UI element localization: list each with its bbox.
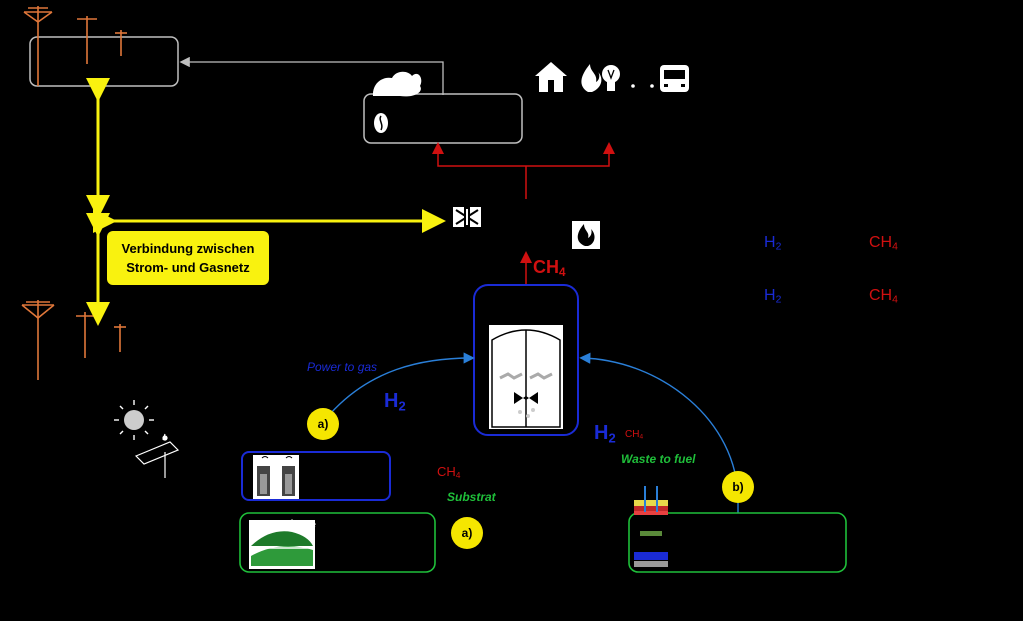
power-pylon-icon <box>21 300 126 380</box>
bubble-a-upper: a) <box>307 408 339 440</box>
waste-to-fuel-arrow <box>579 352 739 501</box>
material-box <box>628 512 847 573</box>
reactor-icon <box>489 325 563 429</box>
power-plant-box <box>363 93 523 144</box>
solar-panel-icon <box>134 433 180 478</box>
sun-icon <box>114 400 154 440</box>
h2-right-label: H2 <box>594 422 616 446</box>
lightbulb-icon <box>602 65 620 91</box>
h2-left-label: H2 <box>384 390 406 414</box>
legend-ch4-2: CH4 <box>869 287 898 306</box>
legend-h2-2: H2 <box>764 287 782 306</box>
legend-h2-1: H2 <box>764 234 782 253</box>
power-pylon-icon <box>23 6 127 86</box>
gas-distribution-arrows <box>432 142 615 199</box>
grid-connection-label: Verbindung zwischen Strom- und Gasnetz <box>107 231 269 285</box>
electrolyzer-box <box>241 451 391 501</box>
bus-icon <box>660 65 689 92</box>
gas-storage-icon <box>453 207 481 227</box>
power-to-gas-label: Power to gas <box>307 360 378 374</box>
flame-icon <box>581 64 602 92</box>
ch4-small-right-label: CH4 <box>625 429 644 441</box>
bubble-a-lower: a) <box>451 517 483 549</box>
bubble-b: b) <box>722 471 754 503</box>
anaerobic-label: Anae <box>288 517 317 531</box>
layered-material-icon <box>634 486 668 567</box>
biogas-plant-icon <box>249 520 315 569</box>
ch4-middle-label: CH4 <box>437 464 461 481</box>
grid-connection-line1: Verbindung zwischen <box>121 241 255 256</box>
grid-connection-line2: Strom- und Gasnetz <box>126 260 250 275</box>
power-grid-box <box>29 36 179 87</box>
biogas-box <box>239 512 436 573</box>
power-plant-icon <box>372 71 422 133</box>
grid-connection-arrows <box>86 78 446 326</box>
electrolyzer-icon <box>253 455 299 499</box>
substrat-label: Substrat <box>447 490 496 504</box>
reactor-output-ch4: CH4 <box>533 257 566 279</box>
power-to-gas-arrow <box>329 352 475 415</box>
power-feed-arrow <box>179 56 444 95</box>
fire-icon <box>572 221 600 249</box>
waste-to-fuel-label: Waste to fuel <box>621 452 696 466</box>
legend-ch4-1: CH4 <box>869 234 898 253</box>
house-icon <box>535 62 567 92</box>
